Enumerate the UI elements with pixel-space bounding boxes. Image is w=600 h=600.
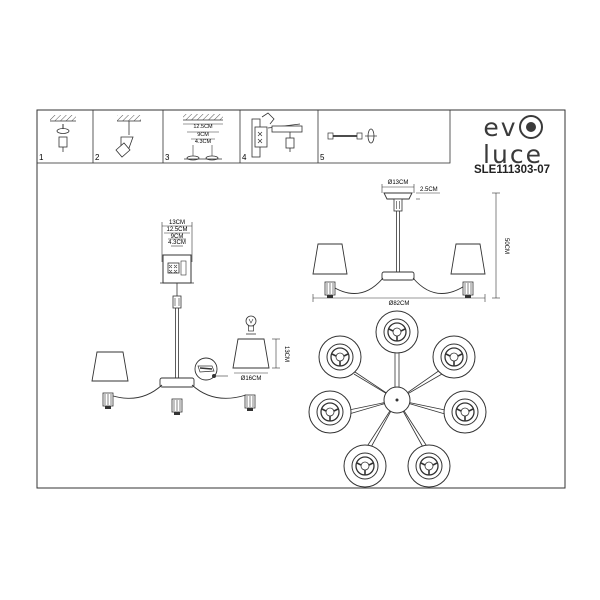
arm-connection-detail (194, 357, 228, 381)
right-canopy-diameter: Ø13CM (388, 180, 409, 186)
step-5-number: 5 (320, 153, 325, 162)
right-side-view: Ø13CM 2.5CM 50CM Ø82CM (312, 180, 509, 307)
left-side-view: 13CM 12.5CM 9CM 4.3CM (91, 220, 289, 416)
top-shade-3 (443, 390, 487, 434)
step-2-number: 2 (95, 153, 100, 162)
step-1-illustration (50, 115, 76, 152)
top-shade-5 (343, 444, 387, 488)
top-shade-6 (308, 390, 352, 434)
top-shade-2 (432, 335, 476, 379)
top-shade-4 (407, 444, 451, 488)
step-1-number: 1 (39, 153, 44, 162)
installation-steps: 1 2 3 4 5 12.5CM 9CM (36, 109, 451, 164)
brand-logo-o-mark (518, 115, 543, 139)
brand-logo-text-bottom: luce (483, 140, 543, 169)
right-total-diameter: Ø82CM (389, 301, 410, 307)
step-4-illustration (251, 112, 303, 158)
left-shade-height: 13CM (283, 346, 289, 362)
top-shade-7 (318, 335, 362, 379)
right-canopy-height: 2.5CM (420, 187, 438, 193)
left-dim-12-5cm: 12.5CM (166, 227, 187, 233)
right-total-height: 50CM (503, 238, 509, 254)
left-dim-13cm: 13CM (169, 220, 185, 226)
step-3-number: 3 (165, 153, 170, 162)
step-2-illustration (115, 115, 141, 158)
bulb-icon (245, 315, 257, 335)
step-4-number: 4 (242, 153, 247, 162)
step-5-illustration (327, 128, 377, 144)
left-shade-diameter: Ø16CM (241, 376, 262, 382)
top-shade-1 (375, 310, 419, 354)
top-view (308, 310, 487, 488)
left-dim-4-3cm: 4.3CM (168, 240, 186, 246)
step-3-illustration: 12.5CM 9CM 4.3CM (183, 114, 223, 161)
model-number: SLE111303-07 (473, 164, 551, 176)
left-dim-9cm: 9CM (171, 234, 184, 240)
brand-logo: ev luce (463, 112, 563, 168)
step-3-dim-middle: 9CM (197, 132, 209, 138)
step-3-dim-outer: 12.5CM (193, 124, 213, 130)
step-3-dim-inner: 4.3CM (195, 139, 212, 145)
brand-logo-text-top: ev (483, 113, 518, 142)
